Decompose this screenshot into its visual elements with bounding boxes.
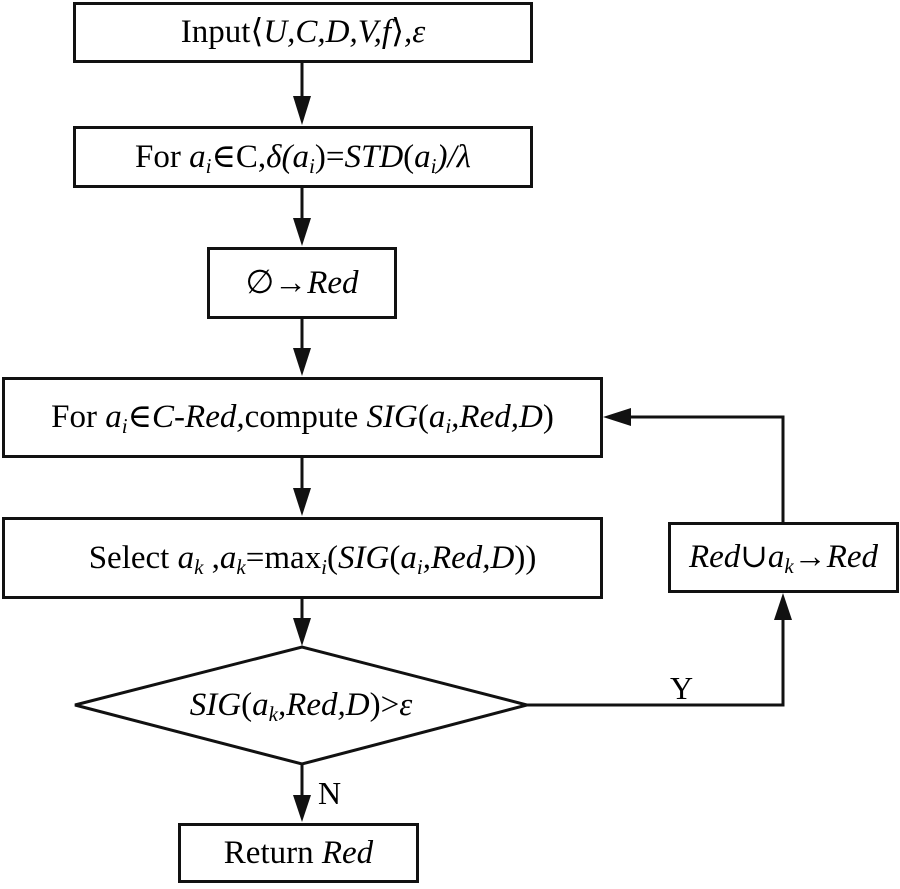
text-return: Return: [223, 834, 322, 871]
input-node-label: Input⟨U,C,D,V,f⟩,ε: [181, 16, 425, 49]
input-word: Input: [180, 14, 251, 50]
var-red: Red: [307, 264, 359, 301]
paren-close: ): [542, 399, 554, 435]
sub-i: i: [445, 413, 452, 438]
var-a: a: [105, 399, 122, 435]
arrowhead: [603, 408, 631, 426]
text-select: Select: [88, 539, 178, 576]
paren-open: (: [389, 539, 401, 576]
sub-k: k: [194, 554, 204, 579]
var-red: Red: [826, 539, 879, 575]
paren-open: (: [403, 138, 415, 175]
var-a: a: [767, 539, 785, 575]
var-c-red: C-Red,: [152, 399, 245, 435]
text-comma: ,: [203, 539, 220, 576]
func-sig: SIG: [366, 399, 418, 435]
edge-decision-to-update: [527, 607, 785, 707]
text-close-gt: )>: [369, 687, 400, 723]
var-a: a: [292, 138, 310, 175]
var-a: a: [189, 138, 206, 175]
arrowhead: [293, 618, 311, 646]
text-for: For: [51, 399, 106, 435]
sub-i: i: [205, 153, 212, 178]
text-eq-max: =max: [245, 539, 322, 576]
std-node-label: For ai∈C,δ(ai)=STD(ai)/λ: [135, 138, 471, 178]
sub-k: k: [784, 553, 794, 578]
update-node: Red∪ak→Red: [668, 522, 899, 593]
text-in: ∈: [127, 399, 153, 435]
text-close-eq: )=: [314, 138, 345, 175]
select-node: Select ak ,ak=maxi(SIG(ai,Red,D)): [2, 517, 603, 599]
sub-i: i: [121, 413, 128, 438]
init-node-label: ∅→Red: [245, 264, 359, 301]
args: ,Red,D: [451, 399, 543, 435]
arrowhead: [293, 795, 311, 822]
var-a: a: [177, 539, 195, 576]
sub-k: k: [236, 554, 246, 579]
return-node-label: Return Red: [223, 834, 374, 871]
paren-close: )): [514, 539, 537, 576]
sub-i: i: [309, 153, 315, 178]
var-red: Red: [321, 834, 374, 871]
update-node-label: Red∪ak→Red: [688, 539, 879, 577]
text-close-lambda: )/λ: [436, 138, 471, 175]
arrowhead: [293, 218, 311, 246]
paren-open: (: [241, 687, 253, 723]
func-std: STD: [344, 138, 404, 175]
text-delta: δ(: [266, 138, 293, 175]
var-epsilon: ε: [399, 687, 413, 723]
edge-update-to-compute: [630, 415, 785, 522]
var-a: a: [414, 138, 431, 175]
arrow-symbol: →: [793, 539, 827, 575]
union-symbol: ∪: [740, 539, 768, 575]
text-for: For: [135, 138, 190, 175]
input-vars: U,C,D,V,f: [263, 14, 392, 50]
sub-i: i: [321, 554, 328, 579]
var-a: a: [252, 687, 269, 723]
arrowhead: [774, 593, 792, 620]
sub-k: k: [268, 701, 278, 726]
edge-label-no: N: [318, 775, 342, 811]
edge-label-yes: Y: [670, 670, 694, 706]
arrowhead: [293, 96, 311, 125]
input-rangle: ⟩: [391, 14, 404, 50]
input-epsilon: ,ε: [403, 14, 426, 50]
text-in-c: ∈C,: [211, 138, 267, 175]
empty-set-arrow: ∅→: [245, 264, 308, 301]
paren-open: (: [417, 399, 429, 435]
func-sig: SIG: [189, 687, 242, 723]
var-a: a: [400, 539, 417, 576]
std-node: For ai∈C,δ(ai)=STD(ai)/λ: [73, 126, 533, 188]
func-sig: SIG: [338, 539, 390, 576]
decision-node-label: SIG(ak,Red,D)>ε: [189, 687, 413, 725]
var-red: Red: [688, 539, 741, 575]
compute-node: For ai∈C-Red,compute SIG(ai,Red,D): [2, 377, 603, 458]
select-node-label: Select ak ,ak=maxi(SIG(ai,Red,D)): [88, 539, 537, 579]
args: ,Red,D: [422, 539, 515, 576]
sub-i: i: [430, 153, 437, 178]
arrowhead: [293, 488, 311, 516]
paren-open: (: [327, 539, 339, 576]
arrowhead: [293, 348, 311, 376]
return-node: Return Red: [178, 823, 419, 883]
decision-node: SIG(ak,Red,D)>ε: [75, 647, 527, 764]
init-node: ∅→Red: [207, 247, 397, 319]
compute-node-label: For ai∈C-Red,compute SIG(ai,Red,D): [51, 399, 554, 437]
args: ,Red,D: [277, 687, 370, 723]
text-compute: compute: [244, 399, 367, 435]
input-langle: ⟨: [250, 14, 264, 50]
input-node: Input⟨U,C,D,V,f⟩,ε: [73, 2, 533, 63]
var-a: a: [428, 399, 446, 435]
sub-i: i: [416, 554, 423, 579]
var-a: a: [219, 539, 237, 576]
